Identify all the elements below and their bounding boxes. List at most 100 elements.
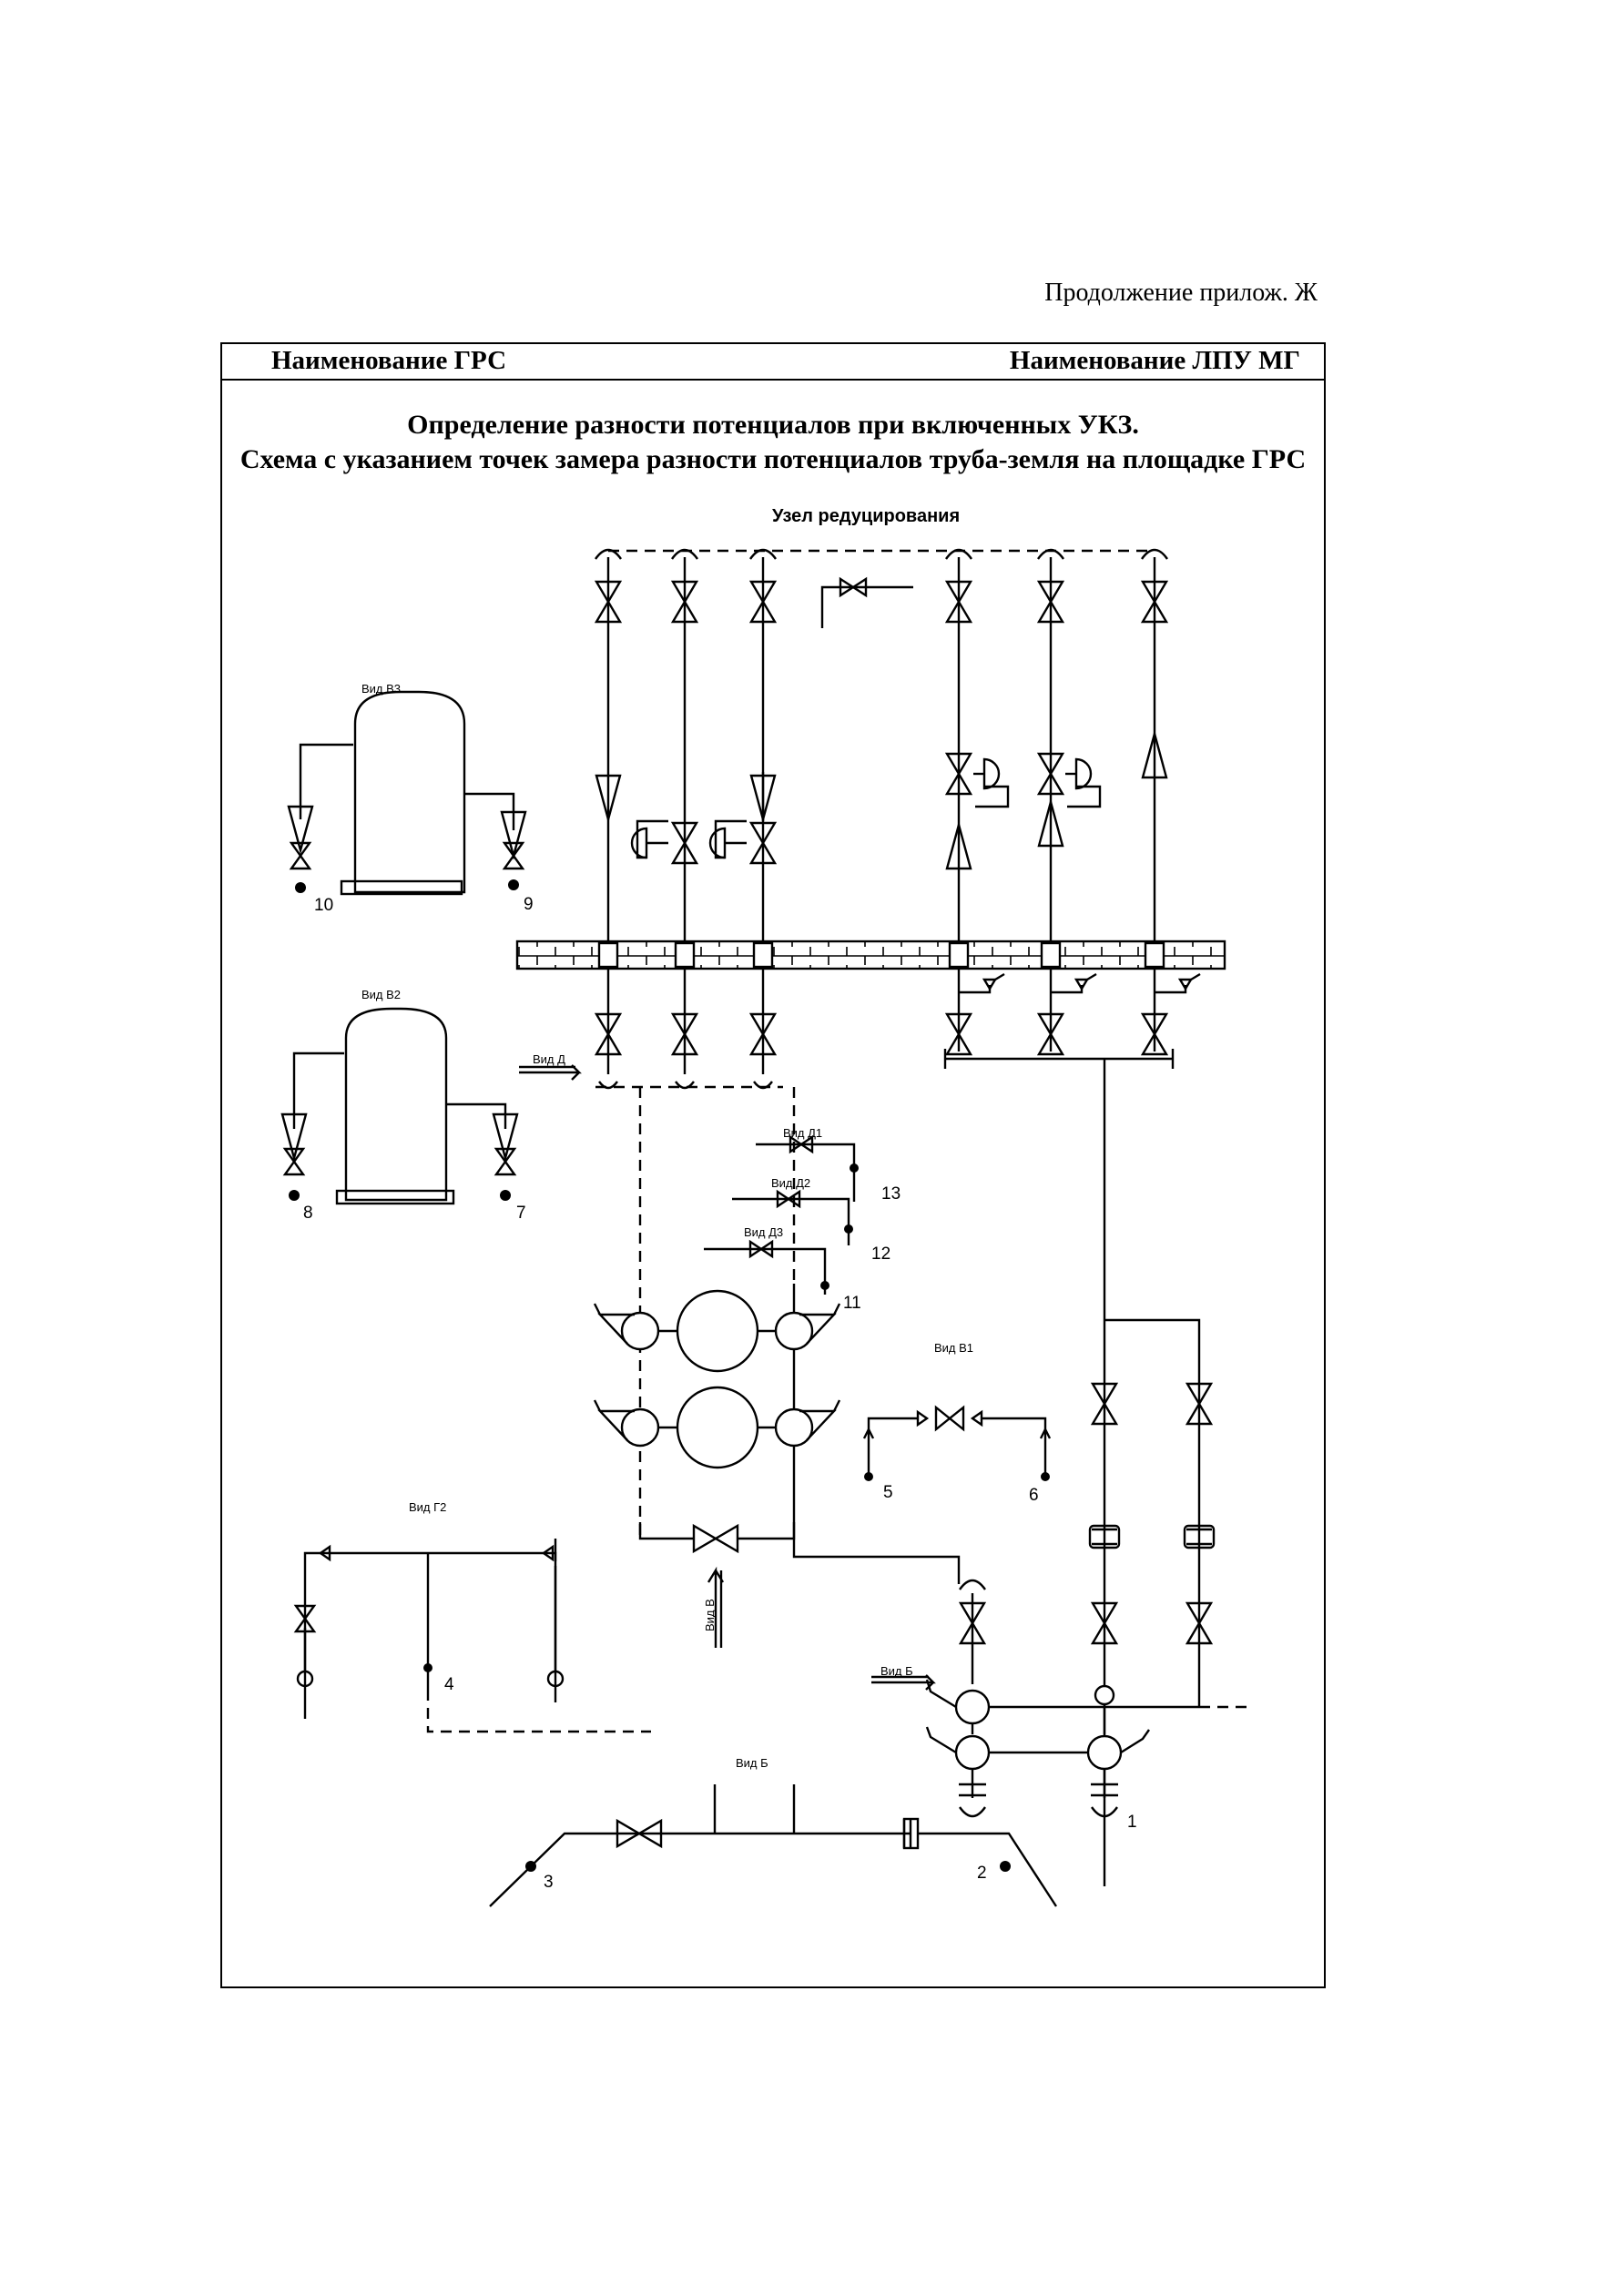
view-d3-label: Вид Д3 (744, 1225, 783, 1239)
safety-valve-line (1155, 985, 1187, 994)
measurement-point-icon (1000, 1861, 1011, 1872)
view-g2-line (303, 1551, 557, 1719)
point-5-label: 5 (883, 1483, 893, 1502)
flow-direction-icon (500, 810, 527, 860)
flow-direction-icon (595, 774, 622, 824)
page-title-line-2: Схема с указанием точек замера разности … (239, 444, 1307, 474)
regulator-impulse-line (714, 819, 747, 859)
flow-direction-icon (318, 1544, 331, 1562)
pipe-end-cap-icon (595, 548, 622, 560)
header-divider (222, 379, 1324, 381)
gate-valve-icon (748, 580, 778, 624)
outlet-pump-icon (954, 1734, 991, 1771)
flow-direction-icon (280, 1112, 308, 1163)
flange-body-icon (902, 1817, 920, 1850)
flange-icon (959, 1783, 1118, 1797)
flange-icon (1186, 1528, 1212, 1546)
vessel-v3-base (340, 879, 463, 896)
brick-wall (515, 940, 1226, 970)
gate-valve-icon (1185, 1382, 1214, 1426)
regulator-actuator-icon (630, 827, 648, 859)
tee-icon (1094, 1684, 1115, 1706)
view-b-line (489, 1832, 1058, 1907)
pipe-end-cap-icon (753, 1081, 773, 1090)
pump-outlet-icon (832, 1303, 841, 1316)
safety-valve-icon (1074, 978, 1090, 991)
safety-valve-icon (982, 978, 998, 991)
filter-outlet-line (792, 1284, 961, 1584)
flow-direction-icon (1141, 729, 1168, 779)
flow-direction-icon (1037, 798, 1064, 848)
pipe-end-cap-icon (945, 548, 972, 560)
safety-valve-outlet (1190, 972, 1201, 981)
measurement-point-icon (864, 1472, 873, 1481)
reduction-unit-label: Узел редуцирования (772, 506, 960, 526)
outlet-pump-icon (954, 1689, 991, 1725)
flow-direction-icon (541, 1544, 555, 1562)
point-6-label: 6 (1029, 1486, 1039, 1505)
flange-body-icon (1088, 1524, 1121, 1549)
gate-valve-icon (748, 1012, 778, 1056)
pump-icon (620, 1407, 660, 1448)
view-d3-line (704, 1247, 827, 1295)
wall-sleeve (1040, 941, 1062, 969)
view-v1-line (867, 1417, 1047, 1475)
page-title-line-1: Определение разности потенциалов при вкл… (407, 410, 1139, 440)
drawing-frame: Наименование ГРС Наименование ЛПУ МГ Опр… (220, 342, 1326, 1988)
safety-valve-outlet (1086, 972, 1097, 981)
pipe-end-cap-icon (749, 548, 777, 560)
flange-body-icon (1183, 1524, 1216, 1549)
bypass-line (820, 585, 913, 628)
gate-valve-icon (692, 1523, 739, 1554)
view-d1-line (756, 1143, 856, 1202)
flow-direction-icon (862, 1427, 875, 1439)
safety-valve-line (959, 985, 992, 994)
pipe-end-cap-icon (1037, 548, 1064, 560)
gate-valve-icon (789, 1134, 814, 1154)
dashed-connection-line (426, 1690, 651, 1733)
flange-icon (1092, 1528, 1117, 1546)
measurement-point-icon (295, 882, 306, 893)
wall-sleeve (674, 941, 696, 969)
view-v2-label: Вид В2 (361, 988, 401, 1001)
gate-valve-icon (616, 1818, 663, 1849)
flow-direction-icon (970, 1409, 983, 1427)
measurement-point-icon (820, 1281, 829, 1290)
pipe-end-cap-icon (1141, 548, 1168, 560)
wall-sleeve (752, 941, 774, 969)
outlet-branch-line (971, 1769, 1106, 1798)
separator-link-line (650, 1329, 784, 1429)
gate-valve-icon (944, 580, 973, 624)
point-9-label: 9 (524, 895, 534, 914)
vessel-v3-lines (299, 743, 515, 830)
gate-valve-icon (1036, 1012, 1065, 1056)
gate-valve-icon (748, 1239, 774, 1259)
pump-outlet-icon (593, 1399, 602, 1412)
measurement-point-icon (423, 1663, 432, 1672)
point-11-label: 11 (843, 1294, 861, 1313)
view-b-arrow-label: Вид Б (880, 1664, 913, 1678)
bypass-bottom-line (638, 1522, 796, 1540)
safety-valve-icon (1177, 978, 1194, 991)
point-12-label: 12 (871, 1245, 890, 1264)
pipe-end-cap-icon (959, 1579, 986, 1590)
gate-valve-icon (839, 576, 868, 598)
measurement-point-icon (289, 1190, 300, 1201)
pipe-end-cap-icon (959, 1806, 1118, 1818)
regulator-impulse-line (975, 785, 1010, 808)
view-g2-label: Вид Г2 (409, 1500, 446, 1514)
wall-sleeve (948, 941, 970, 969)
vessel-v2-lines (292, 1051, 507, 1129)
gate-valve-icon (934, 1405, 965, 1432)
point-2-label: 2 (977, 1864, 987, 1883)
gate-valve-icon (1140, 1012, 1169, 1056)
gate-valve-icon (944, 752, 973, 796)
flow-direction-icon (916, 1409, 930, 1427)
flow-direction-icon (945, 820, 972, 870)
view-g2-line (303, 1566, 557, 1671)
wall-sleeve (1144, 941, 1165, 969)
view-b-label: Вид Б (736, 1756, 768, 1770)
measurement-point-icon (508, 879, 519, 890)
gate-valve-icon (944, 1012, 973, 1056)
regulator-impulse-line (1067, 785, 1102, 808)
